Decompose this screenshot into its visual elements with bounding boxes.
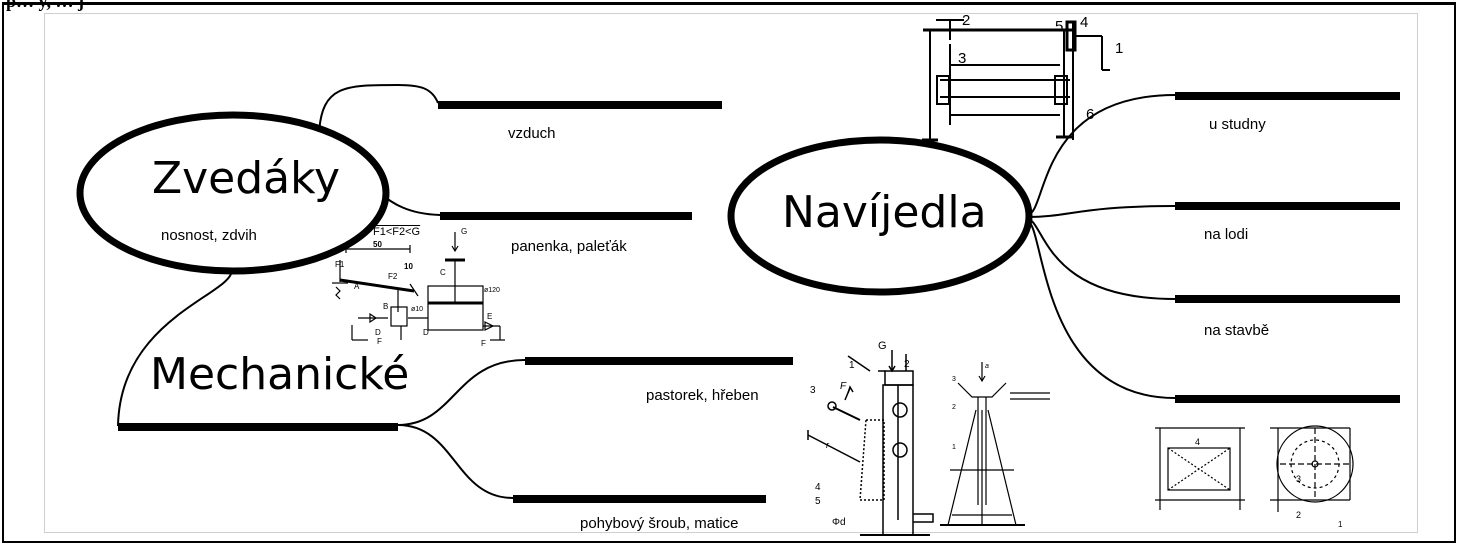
rack-jack-label: G xyxy=(878,340,887,352)
drum-label: 4 xyxy=(1195,437,1201,447)
node-navijedla-ellipse xyxy=(727,136,1033,296)
connector-navijedla-empty xyxy=(1026,220,1176,399)
node-zvedaky-subtitle: nosnost, zdvih xyxy=(161,227,257,244)
rack-jack-label: 5 xyxy=(815,496,821,507)
hydraulic-label: D xyxy=(423,328,429,337)
connector-navijedla-lod xyxy=(1026,205,1176,218)
hydraulic-label: G xyxy=(461,227,468,236)
rack-jack-label: F xyxy=(840,381,847,392)
branch-label-vzduch: vzduch xyxy=(508,125,556,142)
connector-zvedaky-vzduch xyxy=(318,83,439,134)
drum-figure xyxy=(1155,425,1354,512)
branch-label-studna: u studny xyxy=(1209,116,1266,133)
winch-label: 3 xyxy=(958,50,967,67)
screw-jack-label: a xyxy=(985,363,989,370)
winch-label: 2 xyxy=(962,12,971,29)
hydraulic-label: F xyxy=(481,339,486,348)
node-mechanicke-title: Mechanické xyxy=(150,349,410,400)
hydraulic-label: ø10 xyxy=(411,306,424,313)
hydraulic-label: ø120 xyxy=(484,287,500,294)
hydraulic-label: A xyxy=(354,282,360,291)
rack-jack-label: 1 xyxy=(849,360,855,371)
screw-jack-label: 2 xyxy=(952,404,956,411)
drum-label: 3 xyxy=(1296,474,1302,484)
node-zvedaky-ellipse xyxy=(76,111,390,275)
connector-navijedla-stavba xyxy=(1026,218,1176,300)
rack-jack-label: 4 xyxy=(815,482,821,493)
hydraulic-label: 50 xyxy=(373,240,382,249)
header-partial-text: p… y, … j xyxy=(6,0,85,11)
mindmap-area xyxy=(44,13,1418,533)
screw-jack-figure xyxy=(940,362,1050,526)
branch-label-pastorek: pastorek, hřeben xyxy=(646,387,759,404)
branch-label-sroub: pohybový šroub, matice xyxy=(580,515,739,532)
node-zvedaky-title: Zvedáky xyxy=(152,153,341,204)
winch-label: 1 xyxy=(1115,40,1124,57)
branch-label-panenka: panenka, paleťák xyxy=(511,238,627,255)
hydraulic-label: B xyxy=(383,302,389,311)
winch-label: 5 xyxy=(1055,18,1064,35)
hydraulic-label: D xyxy=(375,328,381,337)
rack-jack-label: r xyxy=(826,440,829,450)
rack-jack-label: 3 xyxy=(810,385,816,396)
node-navijedla-title: Navíjedla xyxy=(782,187,987,238)
hydraulic-label: E xyxy=(487,312,493,321)
hydraulic-formula: F1<F2<G xyxy=(373,226,421,238)
rack-jack-figure xyxy=(807,350,934,536)
hydraulic-label: 10 xyxy=(404,262,413,271)
branch-label-stavba: na stavbě xyxy=(1204,322,1270,339)
drum-label: 2 xyxy=(1296,510,1302,520)
winch-label: 6 xyxy=(1086,106,1095,123)
screw-jack-label: 3 xyxy=(952,376,956,383)
winch-figure xyxy=(922,19,1110,142)
connector-navijedla-studna xyxy=(1026,94,1176,216)
hydraulic-label: C xyxy=(440,268,446,277)
branch-label-lod: na lodi xyxy=(1204,226,1249,243)
hydraulic-label: F1 xyxy=(335,260,345,269)
hydraulic-label: F2 xyxy=(388,272,398,281)
drum-label: 1 xyxy=(1338,520,1343,529)
rack-jack-label: Φd xyxy=(832,517,846,528)
connector-mechanicke-pastorek xyxy=(397,359,526,426)
winch-label: 4 xyxy=(1080,14,1089,31)
hydraulic-label: F xyxy=(377,337,382,346)
connector-zvedaky-mechanicke xyxy=(117,269,233,427)
hydraulic-jack-figure xyxy=(332,232,505,341)
rack-jack-label: 2 xyxy=(904,359,910,370)
connector-mechanicke-sroub xyxy=(397,424,514,499)
screw-jack-label: 1 xyxy=(952,444,956,451)
